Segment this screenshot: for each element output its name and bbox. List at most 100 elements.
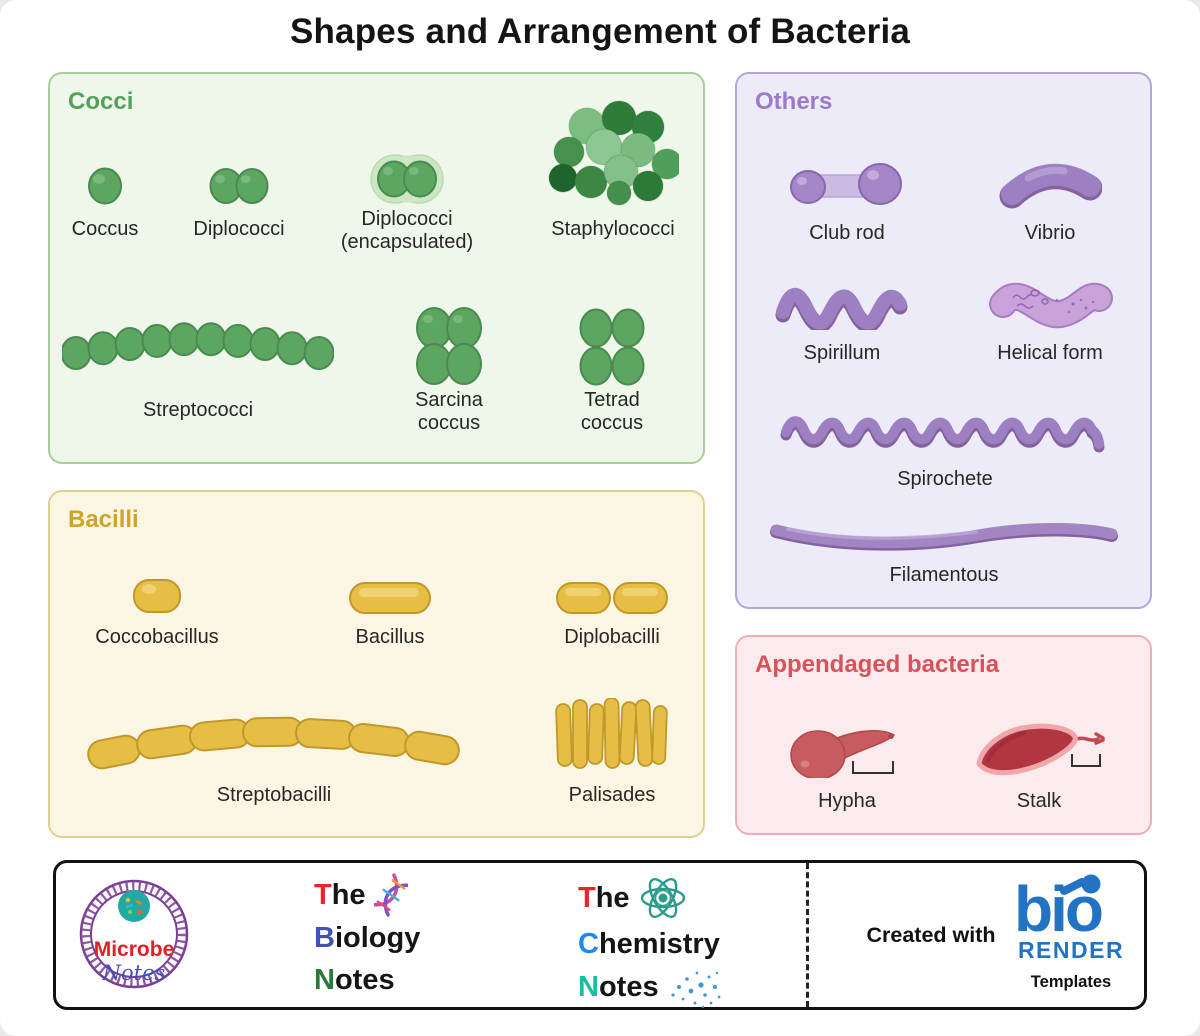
diplococci-encapsulated-icon <box>370 154 444 204</box>
dna-icon <box>373 873 408 917</box>
spirillum-icon <box>775 287 908 330</box>
item-label: Vibrio <box>1024 222 1076 244</box>
item-label: Coccobacillus <box>95 626 219 648</box>
chemistry-notes-rest: otes <box>598 971 659 1003</box>
item-coccobacillus: Coccobacillus <box>82 562 232 649</box>
chemistry-c-initial: C <box>578 928 599 960</box>
item-palisades: Palisades <box>542 692 682 807</box>
chemistry-notes-logo: The Chemistry Notes <box>578 873 723 1009</box>
microbe-notes-wordmark: Notes <box>102 961 166 985</box>
item-label: Diplobacilli <box>564 626 660 648</box>
item-label: Club rod <box>809 222 885 244</box>
item-sarcina: Sarcina coccus <box>389 298 509 435</box>
item-label: Hypha <box>818 790 876 812</box>
staphylococci-icon <box>548 100 679 206</box>
club-rod-icon <box>790 163 902 205</box>
coccus-icon <box>88 167 122 205</box>
atom-icon <box>640 878 685 918</box>
item-label: Sarcina <box>415 389 483 411</box>
palisades-icon <box>555 698 668 769</box>
coccobacillus-icon <box>133 579 181 613</box>
microbe-wordmark: Microbe <box>94 938 175 961</box>
item-filamentous: Filamentous <box>764 507 1124 587</box>
bacillus-icon <box>349 582 431 614</box>
item-label: Spirillum <box>803 342 881 364</box>
spirochete-icon <box>780 416 1105 453</box>
chemistry-rest: hemistry <box>598 928 720 960</box>
footer-divider <box>806 863 809 1007</box>
biology-notes-logo: The Biology Notes <box>314 873 420 1001</box>
chemistry-n-initial: N <box>578 971 599 1003</box>
microbe-notes-logo: Microbe Notes <box>79 879 189 989</box>
panel-others: Others Club rod <box>735 72 1152 609</box>
item-stalk: Stalk <box>954 714 1124 813</box>
item-label: Spirochete <box>897 468 993 490</box>
biology-the-initial: T <box>314 879 332 911</box>
item-label-line2: (encapsulated) <box>340 231 474 253</box>
item-vibrio: Vibrio <box>980 152 1120 245</box>
item-diplococci: Diplococci <box>179 120 299 241</box>
streptobacilli-icon <box>87 716 460 770</box>
item-label: Filamentous <box>889 564 999 586</box>
biorender-logo: bio RENDER Templates <box>1001 873 1141 992</box>
footer-bar: Microbe Notes The Biology Notes <box>53 860 1147 1010</box>
hypha-icon <box>790 730 895 778</box>
panel-bacilli: Bacilli Coccobacillus Bacillus <box>48 490 705 838</box>
panel-others-header: Others <box>755 88 833 115</box>
item-diplobacilli: Diplobacilli <box>532 562 692 649</box>
item-label: Coccus <box>71 218 139 240</box>
item-label: Helical form <box>997 342 1103 364</box>
item-label-line2: coccus <box>580 412 644 434</box>
filamentous-icon <box>770 523 1118 551</box>
item-label: Streptobacilli <box>216 784 332 806</box>
biorender-templates-text: Templates <box>1030 973 1112 991</box>
biology-n-initial: N <box>314 964 335 996</box>
diplobacilli-icon <box>556 582 668 614</box>
item-label: Diplococci <box>193 218 285 240</box>
item-bacillus: Bacillus <box>320 562 460 649</box>
panel-bacilli-header: Bacilli <box>68 506 139 533</box>
diplococci-icon <box>209 168 269 204</box>
item-label: Bacillus <box>355 626 425 648</box>
item-label: Staphylococci <box>551 218 675 240</box>
stalk-icon <box>976 723 1105 776</box>
item-coccus: Coccus <box>55 120 155 241</box>
molecule-dots-icon <box>670 971 720 1009</box>
biorender-render-text: RENDER <box>1017 937 1125 963</box>
item-streptococci: Streptococci <box>58 298 338 422</box>
item-label: Palisades <box>568 784 656 806</box>
item-diplococci-encapsulated: Diplococci (encapsulated) <box>327 120 487 254</box>
vibrio-icon <box>999 163 1102 209</box>
page-title: Shapes and Arrangement of Bacteria <box>289 12 911 51</box>
streptococci-icon <box>62 322 334 370</box>
panel-cocci-header: Cocci <box>68 88 134 115</box>
biology-notes-rest: otes <box>334 964 395 996</box>
microbe-circle-icon <box>118 890 150 922</box>
item-tetrad: Tetrad coccus <box>552 298 672 435</box>
item-helical-form: Helical form <box>970 270 1130 365</box>
sarcina-coccus-icon <box>416 307 482 385</box>
created-with-text: Created with <box>866 923 996 947</box>
item-spirillum: Spirillum <box>767 270 917 365</box>
panel-appendaged-header: Appendaged bacteria <box>755 651 1000 678</box>
chemistry-the-initial: T <box>578 882 596 914</box>
item-spirochete: Spirochete <box>760 392 1130 491</box>
helical-form-icon <box>989 282 1113 329</box>
chemistry-the-rest: he <box>595 882 630 914</box>
tetrad-coccus-icon <box>579 308 645 386</box>
item-label: Streptococci <box>142 399 254 421</box>
biorender-bio-icon: bio <box>1014 873 1105 939</box>
item-label: Stalk <box>1016 790 1062 812</box>
item-label-line2: coccus <box>417 412 481 434</box>
item-label: Tetrad <box>584 389 640 411</box>
panel-appendaged: Appendaged bacteria Hypha <box>735 635 1152 835</box>
biology-b-initial: B <box>314 922 335 954</box>
biology-rest: iology <box>334 922 421 954</box>
item-hypha: Hypha <box>777 714 917 813</box>
item-streptobacilli: Streptobacilli <box>74 692 474 807</box>
biology-the-rest: he <box>331 879 366 911</box>
item-label: Diplococci <box>361 208 453 230</box>
item-staphylococci: Staphylococci <box>538 100 688 241</box>
panel-cocci: Cocci Coccus Diplococci <box>48 72 705 464</box>
